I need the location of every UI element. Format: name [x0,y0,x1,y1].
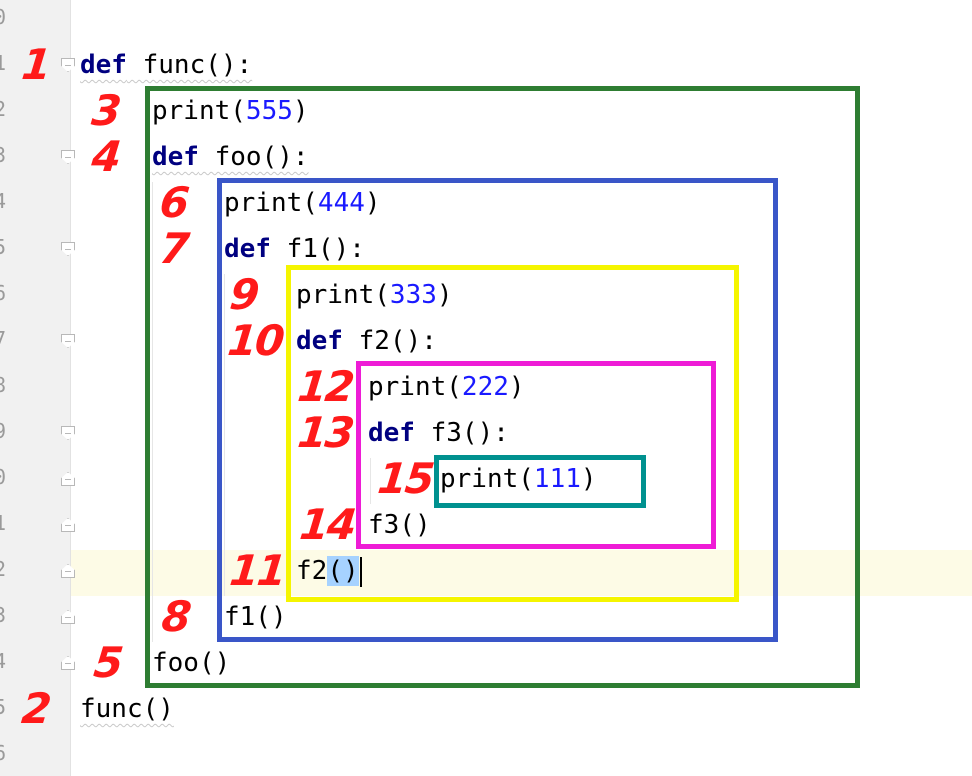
order-number: 10 [225,316,286,365]
line-number: 0 [0,465,7,489]
keyword-token: def [368,418,415,448]
code-token: ) [580,464,597,494]
indent-guide [370,458,371,504]
order-number: 6 [157,178,190,227]
code-token: ) [364,188,381,218]
scope-box-func [145,86,860,688]
code-line[interactable]: f2() [296,548,362,594]
code-token: f3(): [414,418,509,448]
fold-end-icon[interactable] [61,610,75,624]
code-token: print( [368,372,462,402]
code-token: print( [296,280,390,310]
code-line[interactable]: def f1(): [224,226,365,272]
order-number: 5 [91,638,124,687]
keyword-token: def [80,50,127,80]
line-number: 6 [0,281,7,305]
code-token: foo(): [198,142,309,172]
fold-collapse-icon[interactable] [61,426,75,440]
code-token: f1() [224,602,287,632]
order-number: 12 [295,362,356,411]
line-number: 4 [0,649,7,673]
code-token: ) [292,96,309,126]
code-token: func(): [126,50,253,80]
indent-guide [224,274,225,596]
order-number: 8 [159,592,192,641]
order-number: 1 [19,40,52,89]
code-line[interactable]: def foo(): [152,134,309,180]
order-number: 2 [19,684,52,733]
code-token: func() [80,694,174,724]
scope-box-foo [217,178,778,642]
code-line[interactable]: print(444) [224,180,381,226]
line-number: 7 [0,327,7,351]
code-line[interactable]: def f2(): [296,318,437,364]
fold-end-icon[interactable] [61,564,75,578]
code-line[interactable]: print(555) [152,88,309,134]
line-number: 6 [0,741,7,765]
order-number: 4 [89,132,122,181]
keyword-token: def [296,326,343,356]
order-number: 9 [227,270,260,319]
code-line[interactable]: print(333) [296,272,453,318]
fold-collapse-icon[interactable] [61,242,75,256]
fold-end-icon[interactable] [61,518,75,532]
code-token: foo() [152,648,231,678]
code-token: f2 [296,556,328,586]
number-token: 555 [245,96,293,126]
order-number: 14 [297,500,358,549]
code-token: f3() [368,510,431,540]
number-token: 333 [389,280,437,310]
keyword-token: def [224,234,271,264]
line-number: 4 [0,189,7,213]
line-number: 1 [0,511,7,535]
code-line[interactable]: print(111) [440,456,597,502]
line-number: 3 [0,143,7,167]
code-token: f1(): [270,234,365,264]
line-number: 2 [0,557,7,581]
line-number: 3 [0,603,7,627]
keyword-token: def [152,142,199,172]
order-number: 11 [227,546,288,595]
code-line[interactable]: def f3(): [368,410,509,456]
number-token: 444 [317,188,365,218]
selected-token: () [327,556,359,586]
line-number: 9 [0,419,7,443]
order-number: 15 [375,454,436,503]
code-line[interactable]: foo() [152,640,230,686]
number-token: 111 [533,464,581,494]
code-token: ) [436,280,453,310]
code-token: print( [440,464,534,494]
code-line[interactable]: f3() [368,502,431,548]
line-number: 8 [0,373,7,397]
order-number: 7 [157,224,190,273]
fold-collapse-icon[interactable] [61,334,75,348]
code-token: f2(): [342,326,437,356]
scope-box-f3 [434,455,646,508]
line-number: 5 [0,695,7,719]
order-number: 3 [89,86,122,135]
code-line[interactable]: print(222) [368,364,525,410]
fold-end-icon[interactable] [61,472,75,486]
line-number: 0 [0,5,7,29]
fold-collapse-icon[interactable] [61,150,75,164]
code-token: print( [224,188,318,218]
indent-guide [152,182,153,642]
order-number: 13 [295,408,356,457]
number-token: 222 [461,372,509,402]
line-number: 5 [0,235,7,259]
code-line[interactable]: f1() [224,594,287,640]
line-number: 2 [0,97,7,121]
fold-collapse-icon[interactable] [61,58,75,72]
fold-end-icon[interactable] [61,656,75,670]
line-number: 1 [0,51,7,75]
code-line[interactable]: def func(): [80,42,252,88]
code-token: ) [508,372,525,402]
code-line[interactable]: func() [80,686,174,732]
text-caret [359,556,362,587]
scope-box-f1 [286,265,739,602]
code-token: print( [152,96,246,126]
scope-box-f2 [356,361,716,549]
